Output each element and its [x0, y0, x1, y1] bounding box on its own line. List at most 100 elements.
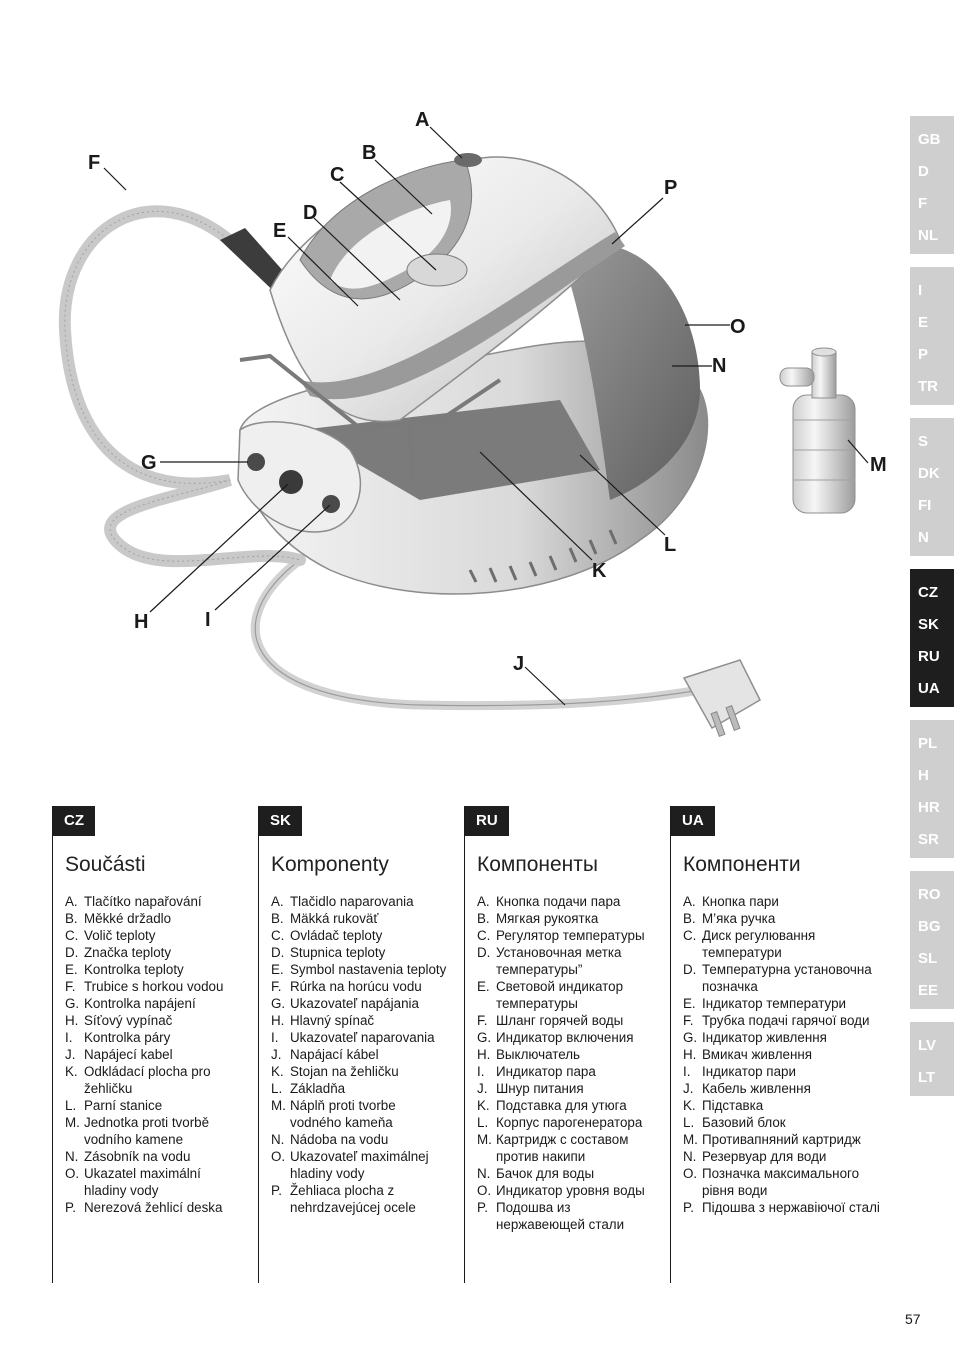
language-tab-sl[interactable]: SL — [918, 950, 938, 967]
list-item: J.Шнур питания — [477, 1080, 709, 1097]
list-item: J.Napájecí kabel — [65, 1046, 297, 1063]
language-tab-ee[interactable]: EE — [918, 982, 939, 999]
list-item: I.Індикатор пари — [683, 1063, 915, 1080]
item-text: Napájací kábel — [290, 1047, 379, 1062]
language-tab-e[interactable]: E — [918, 314, 929, 331]
item-letter: J. — [477, 1081, 488, 1096]
language-tab-ro[interactable]: RO — [918, 886, 941, 903]
list-item: C. Ovládač teploty — [271, 927, 503, 944]
item-letter: N. — [683, 1149, 697, 1164]
item-letter: H. — [65, 1013, 79, 1028]
item-text: Температурна установочна позначка — [702, 962, 872, 994]
language-tab-pl[interactable]: PL — [918, 735, 938, 752]
list-item: E.Індикатор температури — [683, 995, 915, 1012]
item-text: Ukazovateľ napájania — [290, 996, 419, 1011]
section-title: Компоненты — [477, 853, 598, 876]
item-letter: C. — [477, 928, 491, 943]
item-letter: L. — [271, 1081, 283, 1096]
language-tab-gb[interactable]: GB — [918, 131, 941, 148]
language-tab-s[interactable]: S — [918, 433, 929, 450]
list-item: J.Кабель живлення — [683, 1080, 915, 1097]
language-tag: CZ — [53, 806, 95, 836]
item-text: Кнопка пари — [702, 894, 779, 909]
item-letter: M. — [683, 1132, 698, 1147]
language-tab-ru[interactable]: RU — [918, 648, 940, 665]
list-item: F.Шланг горячей воды — [477, 1012, 709, 1029]
language-group: PL H HR SR — [910, 720, 954, 858]
item-text: Вмикач живлення — [702, 1047, 813, 1062]
item-text: Kontrolka páry — [84, 1030, 171, 1045]
language-tab-d[interactable]: D — [918, 163, 929, 180]
item-letter: F. — [477, 1013, 488, 1028]
list-item: G. Ukazovateľ napájania — [271, 995, 503, 1012]
item-letter: B. — [683, 911, 696, 926]
list-item: A.Кнопка пари — [683, 893, 915, 910]
callout-labels: A B C D E F G H I J K L M N O P — [88, 109, 887, 675]
item-text: Установочная метка температуры” — [496, 945, 622, 977]
list-item: P.Підошва з нержавіючої сталі — [683, 1199, 915, 1216]
language-tab-dk[interactable]: DK — [918, 465, 940, 482]
item-text: Rúrka na horúcu vodu — [290, 979, 422, 994]
list-item: N. Резервуар для води — [683, 1148, 915, 1165]
language-tab-f[interactable]: F — [918, 195, 928, 212]
item-text: Резервуар для води — [702, 1149, 827, 1164]
callout-g: G — [141, 452, 157, 474]
item-letter: K. — [477, 1098, 490, 1113]
item-letter: K. — [271, 1064, 284, 1079]
item-letter: D. — [683, 962, 697, 977]
item-letter: P. — [477, 1200, 488, 1215]
anti-calc-cartridge — [779, 347, 856, 514]
language-tab-sk[interactable]: SK — [918, 616, 939, 633]
item-letter: C. — [683, 928, 697, 943]
language-tab-fi[interactable]: FI — [918, 497, 932, 514]
item-letter: P. — [65, 1200, 76, 1215]
language-tab-hr[interactable]: HR — [918, 799, 940, 816]
item-text: Диск регулювання температури — [702, 928, 816, 960]
item-letter: M. — [65, 1115, 80, 1130]
item-letter: K. — [65, 1064, 78, 1079]
list-item: P.Подошва из нержавеющей стали — [477, 1199, 709, 1233]
language-tab-ua[interactable]: UA — [918, 680, 940, 697]
item-letter: N. — [477, 1166, 491, 1181]
list-item: D. Установочная метка температуры” — [477, 944, 709, 978]
item-text: Выключатель — [496, 1047, 581, 1062]
language-tab-lt[interactable]: LT — [918, 1069, 936, 1086]
language-tab-tr[interactable]: TR — [918, 378, 938, 395]
base-vents — [468, 529, 618, 583]
list-item: D. Температурна установочна позначка — [683, 961, 915, 995]
item-text: Ukazovateľ maximálnej hladiny vody — [290, 1149, 429, 1181]
language-tab-n[interactable]: N — [918, 529, 929, 546]
list-item: M.Картридж с составом против накипи — [477, 1131, 709, 1165]
language-tab-bg[interactable]: BG — [918, 918, 941, 935]
list-item: L.Базовий блок — [683, 1114, 915, 1131]
language-tab-h[interactable]: H — [918, 767, 929, 784]
item-text: Ovládač teploty — [290, 928, 383, 943]
callout-f: F — [88, 152, 100, 174]
callout-h: H — [134, 611, 148, 633]
item-text: М’яка ручка — [702, 911, 776, 926]
language-tab-lv[interactable]: LV — [918, 1037, 937, 1054]
item-text: Ukazatel maximální hladiny vody — [84, 1166, 201, 1198]
item-letter: E. — [683, 996, 696, 1011]
item-text: Підошва з нержавіючої сталі — [702, 1200, 880, 1215]
language-tab-cz[interactable]: CZ — [918, 584, 938, 601]
language-group: S DK FI N — [910, 418, 954, 556]
item-letter: G. — [271, 996, 286, 1011]
item-text: Індикатор живлення — [702, 1030, 827, 1045]
item-letter: A. — [477, 894, 490, 909]
language-tab-i[interactable]: I — [918, 282, 923, 299]
item-letter: J. — [683, 1081, 694, 1096]
item-letter: N. — [271, 1132, 285, 1147]
item-letter: E. — [65, 962, 78, 977]
item-text: Индикатор уровня воды — [496, 1183, 645, 1198]
language-tab-sr[interactable]: SR — [918, 831, 939, 848]
language-tab-p[interactable]: P — [918, 346, 929, 363]
list-item: D.Stupnica teploty — [271, 944, 503, 961]
item-letter: H. — [477, 1047, 491, 1062]
language-tab-nl[interactable]: NL — [918, 227, 938, 244]
list-item: G.Kontrolka napájení — [65, 995, 297, 1012]
